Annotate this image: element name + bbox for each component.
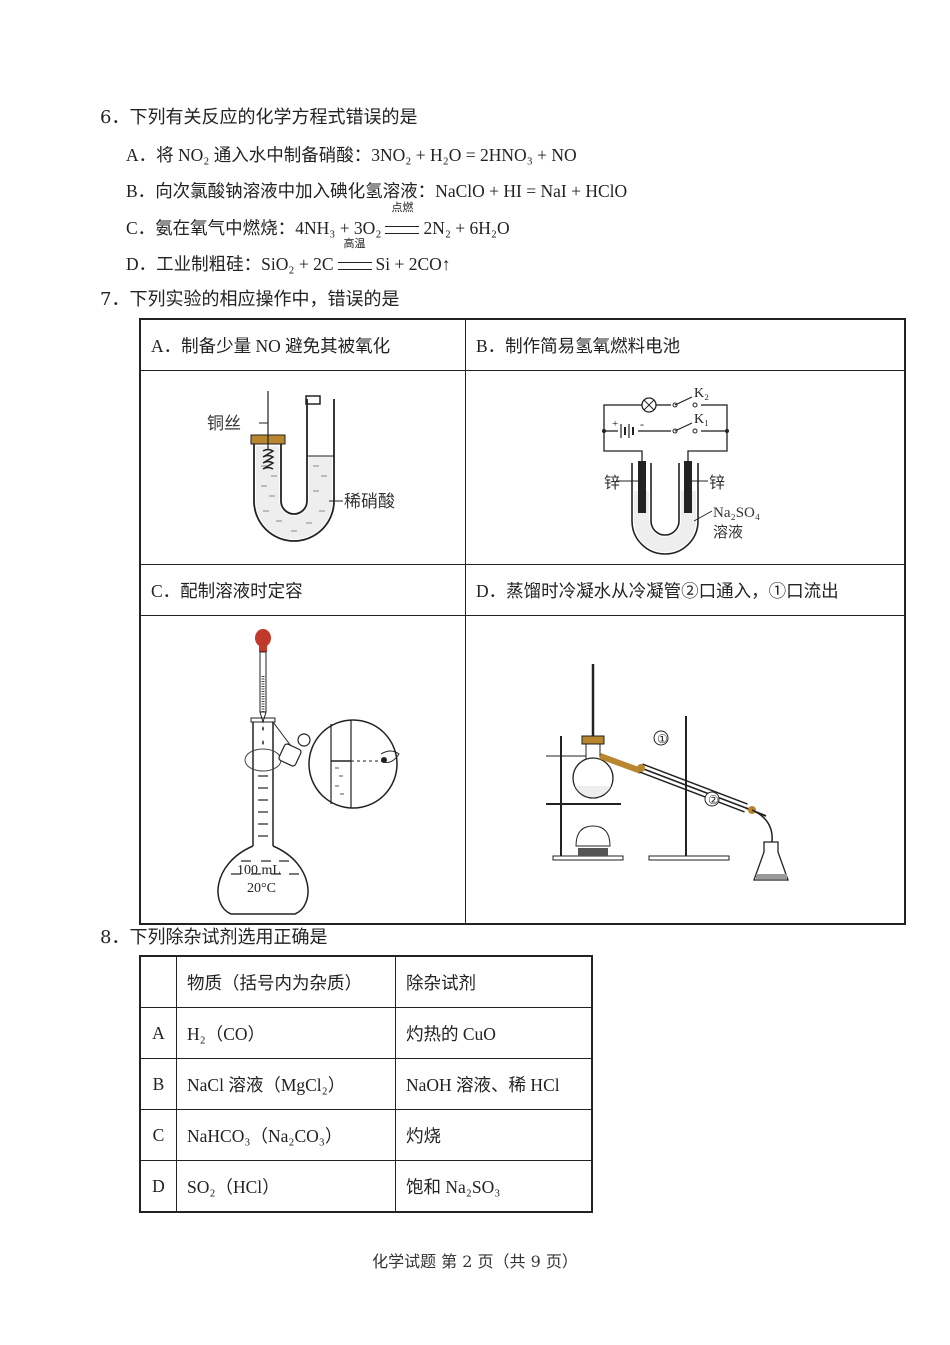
equation: NaClO + HI = NaI + HClO (435, 181, 628, 201)
figure-d-cell: ① ② (465, 615, 906, 925)
table-row: C NaHCO₃（Na₂CO₃） 灼烧 (139, 1109, 593, 1161)
dilute-nitric-acid-label: 稀硝酸 (344, 492, 395, 511)
table-header-row: 物质（括号内为杂质） 除杂试剂 (139, 955, 593, 1008)
option-desc: 向次氯酸钠溶液中加入碘化氢溶液： (155, 181, 436, 201)
header-reagent: 除杂试剂 (395, 955, 593, 1008)
row-reagent: 灼烧 (395, 1109, 593, 1161)
option-desc: 氨在氧气中燃烧： (155, 218, 296, 238)
switch-k2-label: K₂ (694, 386, 709, 401)
q7-experiment-table: A．制备少量 NO 避免其被氧化 B．制作简易氢氧燃料电池 (139, 318, 906, 925)
row-label: D (139, 1160, 177, 1213)
row-substance: NaHCO₃（Na₂CO₃） (176, 1109, 396, 1161)
volumetric-flask-diagram: 100 mL 20°C (217, 629, 400, 915)
q6-option-c: C．氨在氧气中燃烧：4NH₃ + 3O₂ 点燃 2N₂ + 6H₂O (126, 202, 510, 240)
figure-a-cell: 铜丝 稀硝酸 (139, 370, 466, 565)
table-row: B NaCl 溶液（MgCl₂） NaOH 溶液、稀 HCl (139, 1058, 593, 1110)
figure-b-cell: K₂ + - K₁ (465, 370, 906, 565)
row-reagent: 饱和 Na₂SO₃ (395, 1160, 593, 1213)
row-substance: NaCl 溶液（MgCl₂） (176, 1058, 396, 1110)
left-zinc-label: 锌 (604, 474, 620, 492)
reaction-condition-sign: 点燃 (385, 202, 420, 240)
right-zinc-label: 锌 (709, 474, 725, 492)
table-row: D SO₂（HCl） 饱和 Na₂SO₃ (139, 1160, 593, 1213)
copper-wire-label: 铜丝 (207, 414, 241, 433)
question-7-stem: 7．下列实验的相应操作中，错误的是 (100, 289, 400, 310)
figure-c-cell: 100 mL 20°C (139, 615, 466, 925)
header-substance: 物质（括号内为杂质） (176, 955, 396, 1008)
caption-c: C．配制溶液时定容 (139, 564, 466, 616)
switch-k1-label: K₁ (694, 412, 709, 427)
option-label: B． (126, 181, 156, 201)
option-label: A． (126, 145, 157, 165)
solution-word-label: 溶液 (713, 524, 743, 541)
equation-lhs: SiO₂ + 2C (261, 254, 334, 274)
question-8-stem: 8．下列除杂试剂选用正确是 (100, 927, 328, 948)
reaction-condition: 点燃 (391, 202, 414, 214)
port-2-label: ② (708, 793, 719, 807)
row-label: B (139, 1058, 177, 1110)
reaction-condition-sign: 高温 (337, 238, 372, 276)
caption-b: B．制作简易氢氧燃料电池 (465, 318, 906, 371)
q6-option-d: D．工业制粗硅：SiO₂ + 2C 高温 Si + 2CO↑ (126, 238, 451, 276)
option-label: D． (126, 254, 157, 274)
option-desc: 工业制粗硅： (156, 254, 262, 274)
minus-sign: - (640, 417, 644, 431)
flask-temperature-label: 20°C (247, 881, 276, 896)
row-label: A (139, 1007, 177, 1059)
row-label: C (139, 1109, 177, 1161)
fuel-cell-circuit-diagram: K₂ + - K₁ (602, 386, 760, 555)
row-substance: SO₂（HCl） (176, 1160, 396, 1213)
flask-volume-label: 100 mL (237, 863, 281, 878)
u-tube-nitric-acid-diagram: 铜丝 稀硝酸 (207, 391, 395, 542)
port-1-label: ① (657, 732, 668, 746)
row-substance: H₂（CO） (176, 1007, 396, 1059)
plus-sign: + (612, 418, 618, 430)
row-reagent: NaOH 溶液、稀 HCl (395, 1058, 593, 1110)
option-label: C． (126, 218, 156, 238)
header-label (139, 955, 177, 1008)
q8-impurity-table: 物质（括号内为杂质） 除杂试剂 A H₂（CO） 灼热的 CuO B NaCl … (139, 955, 593, 1213)
equation: 3NO₂ + H₂O = 2HNO₃ + NO (371, 145, 577, 165)
equation-rhs: 2N₂ + 6H₂O (423, 218, 510, 238)
option-desc: 将 NO₂ 通入水中制备硝酸： (156, 145, 372, 165)
caption-d: D．蒸馏时冷凝水从冷凝管②口通入，①口流出 (465, 564, 906, 616)
q6-option-a: A．将 NO₂ 通入水中制备硝酸：3NO₂ + H₂O = 2HNO₃ + NO (126, 143, 577, 167)
page-footer: 化学试题 第 2 页（共 9 页） (372, 1252, 578, 1271)
equation-lhs: 4NH₃ + 3O₂ (295, 218, 382, 238)
equation-rhs: Si + 2CO↑ (375, 254, 451, 274)
caption-a: A．制备少量 NO 避免其被氧化 (139, 318, 466, 371)
reaction-condition: 高温 (343, 238, 366, 250)
question-6-stem: 6．下列有关反应的化学方程式错误的是 (100, 107, 418, 128)
q6-option-b: B．向次氯酸钠溶液中加入碘化氢溶液：NaClO + HI = NaI + HCl… (126, 179, 627, 203)
row-reagent: 灼热的 CuO (395, 1007, 593, 1059)
table-row: A H₂（CO） 灼热的 CuO (139, 1007, 593, 1059)
distillation-apparatus-diagram: ① ② (546, 664, 789, 881)
solution-formula-label: Na₂SO₄ (713, 505, 760, 521)
